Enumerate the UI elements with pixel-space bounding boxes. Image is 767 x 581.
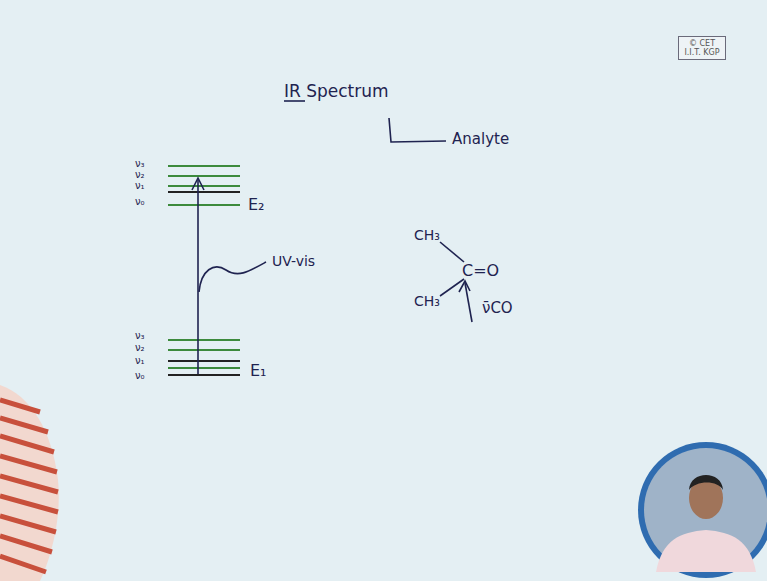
level-label: ν₁ [135,180,145,191]
arrow-head [459,281,470,292]
presenter-inset [638,442,767,578]
label: UV-vis [272,254,315,269]
level-label: ν₂ [135,169,145,180]
heading: IR Spectrum [284,82,389,101]
level-label: ν₃ [135,330,145,341]
level-label: ν₀ [135,370,145,381]
label: ν̄CO [482,300,513,317]
atom-label: CH₃ [414,228,440,243]
level-label: ν₂ [135,342,145,353]
bracket-line [389,118,446,142]
watermark-text: © CET I.I.T. KGP [683,39,721,57]
bond-line [440,279,464,296]
level-label: ν₁ [135,355,145,366]
arrow-head [192,178,204,190]
watermark-box: © CET I.I.T. KGP [678,36,726,60]
energy-levels-e2 [168,166,240,205]
energy-label: E₁ [250,362,267,380]
level-label: ν₃ [135,158,145,169]
atom-label: C=O [462,262,499,280]
label: Analyte [452,131,509,148]
leader-squiggle [199,262,266,292]
atom-label: CH₃ [414,294,440,309]
energy-levels-e1 [168,340,240,375]
transition-arrow [197,180,199,374]
bond-line [440,242,464,262]
level-label: ν₀ [135,196,145,207]
energy-label: E₂ [248,196,265,214]
sleeve-figure [0,385,59,581]
